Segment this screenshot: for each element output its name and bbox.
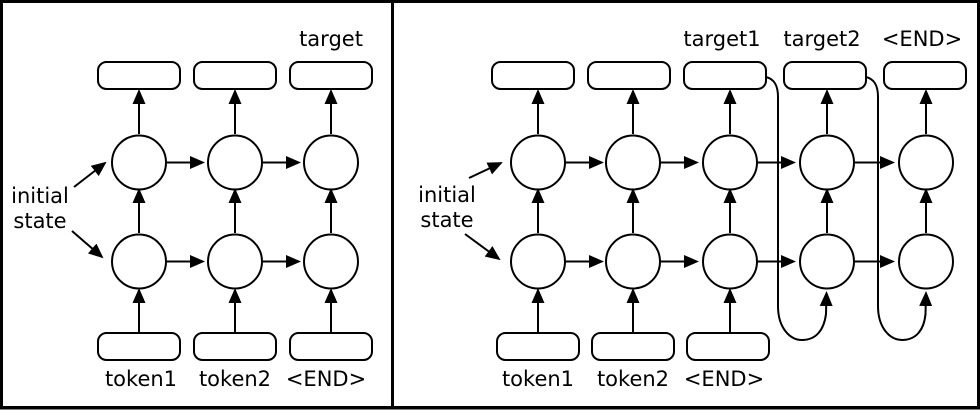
left-vertical-arrows [132, 89, 338, 333]
right-target2-label: target2 [783, 27, 861, 51]
initial-state-arrow [73, 161, 107, 188]
rnn-cell [207, 233, 263, 290]
initial-state-line1: initial [11, 184, 69, 208]
initial-state-arrow [468, 162, 503, 179]
left-output-boxes [97, 61, 373, 90]
rnn-cell [605, 233, 661, 290]
initial-state-arrow [71, 230, 104, 259]
output-box [783, 61, 867, 90]
output-box [97, 61, 181, 90]
input-box [591, 332, 675, 361]
rnn-cell [111, 233, 167, 290]
right-panel-linework [464, 61, 967, 361]
left-panel-linework [71, 61, 373, 361]
input-box [496, 332, 580, 361]
right-horizontal-arrows [565, 156, 895, 268]
left-initial-state-label: initial state [11, 184, 69, 234]
rnn-cell [702, 134, 758, 191]
output-box [289, 61, 373, 90]
right-initial-state-label: initial state [418, 183, 476, 233]
output-box [683, 61, 767, 90]
rnn-cell [510, 233, 566, 290]
input-box [97, 332, 181, 361]
right-input-boxes [496, 332, 770, 361]
left-target-label: target [299, 27, 363, 51]
right-target1-label: target1 [683, 27, 761, 51]
rnn-cell [303, 134, 359, 191]
right-token1-label: token1 [501, 367, 575, 391]
left-input-boxes [97, 332, 373, 361]
right-rnn-cells [510, 134, 954, 290]
initial-state-line2: state [13, 209, 67, 233]
rnn-cell [702, 233, 758, 290]
output-box [883, 61, 967, 90]
output-box [587, 61, 671, 90]
output-box [193, 61, 277, 90]
input-box [686, 332, 770, 361]
rnn-cell [898, 134, 954, 191]
feedback-arrow [765, 76, 833, 342]
rnn-cell [207, 134, 263, 191]
right-end-token-label: <END> [683, 367, 765, 391]
rnn-cell [510, 134, 566, 191]
output-box [491, 61, 575, 90]
left-rnn-cells [111, 134, 359, 290]
feedback-arrow [865, 76, 933, 342]
initial-state-line1: initial [418, 183, 476, 207]
right-initial-state-arrows [464, 162, 503, 261]
left-end-token-label: <END> [285, 367, 367, 391]
rnn-cell [799, 233, 855, 290]
rnn-cell [111, 134, 167, 191]
rnn-cell [303, 233, 359, 290]
right-output-boxes [491, 61, 967, 90]
left-token2-label: token2 [198, 367, 272, 391]
left-token1-label: token1 [104, 367, 178, 391]
rnn-cell [898, 233, 954, 290]
right-end-target-label: <END> [881, 27, 963, 51]
left-initial-state-arrows [71, 161, 107, 259]
right-vertical-arrows [531, 89, 933, 333]
left-horizontal-arrows [166, 156, 301, 268]
rnn-cell [605, 134, 661, 191]
right-token2-label: token2 [596, 367, 670, 391]
initial-state-arrow [464, 233, 501, 261]
right-feedback-curves [765, 76, 933, 342]
input-box [289, 332, 373, 361]
input-box [193, 332, 277, 361]
initial-state-line2: state [420, 208, 474, 232]
rnn-cell [799, 134, 855, 191]
